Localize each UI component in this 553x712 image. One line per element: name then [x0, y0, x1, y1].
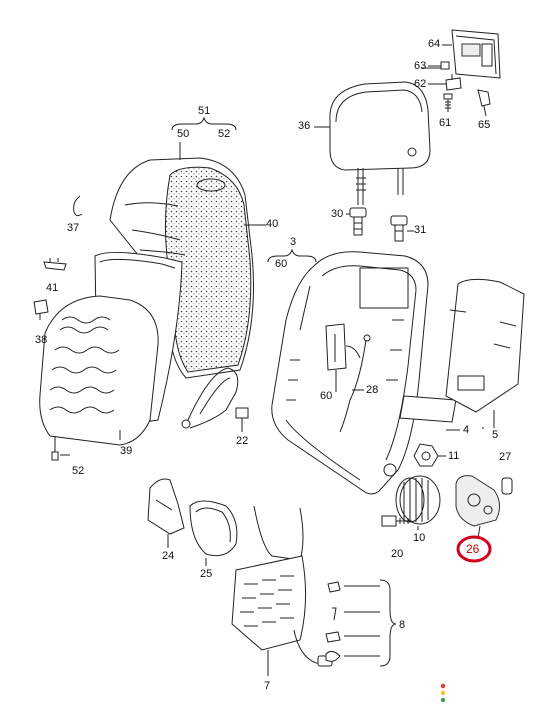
guide-sleeve-31	[390, 215, 408, 242]
screw-20	[381, 515, 412, 527]
label-61: 61	[439, 117, 452, 129]
label-11: 11	[448, 450, 460, 462]
indicator-green-dot	[440, 697, 446, 703]
indicator-yellow-dot	[440, 690, 446, 696]
bracket-62	[445, 74, 462, 91]
label-41: 41	[46, 282, 59, 294]
label-36: 36	[298, 120, 311, 132]
label-38: 38	[35, 334, 48, 346]
label-63: 63	[414, 60, 427, 72]
trim-25	[189, 500, 238, 557]
clip-41	[43, 258, 67, 271]
cable-28	[339, 334, 371, 433]
label-31: 31	[414, 224, 427, 236]
small-parts-8	[325, 579, 397, 667]
label-27: 27	[499, 451, 512, 463]
label-64: 64	[428, 38, 441, 50]
cap-27	[501, 477, 513, 495]
cover-cap-26	[455, 475, 500, 527]
clip-63	[440, 61, 450, 70]
label-52-top: 52	[218, 128, 231, 140]
lumbar-adjuster-60	[325, 323, 361, 371]
control-module-64	[451, 29, 501, 79]
label-62: 62	[414, 78, 427, 90]
label-51: 51	[198, 105, 211, 117]
label-30: 30	[331, 208, 344, 220]
label-60-top: 60	[275, 258, 288, 270]
label-26: 26	[466, 542, 480, 556]
label-22: 22	[236, 435, 249, 447]
knob-11	[413, 443, 439, 467]
label-20: 20	[391, 548, 404, 560]
highlight-ring-26	[456, 535, 492, 563]
label-7: 7	[264, 680, 271, 692]
bracket-22	[181, 367, 239, 429]
label-60: 60	[320, 390, 333, 402]
connector-65	[477, 89, 491, 117]
label-25: 25	[200, 568, 213, 580]
clip-38	[33, 299, 49, 320]
label-65: 65	[478, 119, 491, 131]
backrest-frame-3	[271, 251, 429, 495]
screw-22	[235, 407, 249, 432]
lower-panel-7	[231, 505, 307, 676]
seat-heater-52	[39, 295, 159, 461]
clip-37	[73, 195, 83, 217]
label-4: 4	[463, 424, 470, 436]
indicator-red-dot	[440, 683, 446, 689]
label-5: 5	[492, 429, 499, 441]
label-3: 3	[290, 236, 297, 248]
label-37: 37	[67, 222, 80, 234]
panel-4	[399, 395, 457, 423]
label-28: 28	[366, 384, 379, 396]
screw-61	[443, 93, 453, 112]
label-39: 39	[120, 445, 133, 457]
handwheel-10	[395, 475, 441, 525]
label-8: 8	[399, 619, 406, 631]
label-50: 50	[177, 128, 190, 140]
guide-sleeve-30	[349, 207, 367, 236]
trim-24	[147, 478, 185, 535]
label-24: 24	[162, 550, 175, 562]
rear-panel-5	[445, 278, 525, 428]
headrest-part	[329, 81, 431, 205]
label-52: 52	[72, 465, 85, 477]
label-40: 40	[266, 218, 279, 230]
label-10: 10	[413, 532, 426, 544]
